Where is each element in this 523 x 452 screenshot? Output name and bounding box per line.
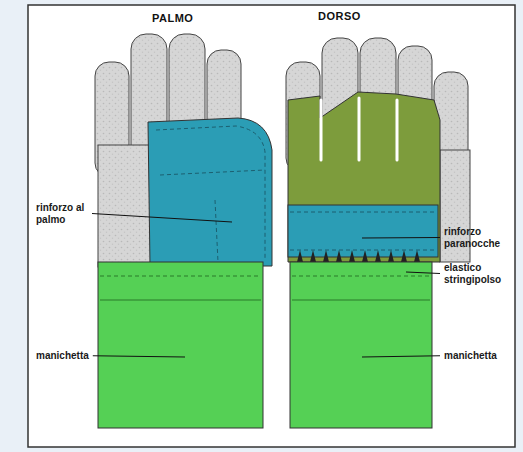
part-label: elastico stringipolso bbox=[444, 262, 514, 285]
elastic-gathers bbox=[297, 250, 420, 262]
leader-line bbox=[93, 356, 185, 357]
frame bbox=[28, 5, 515, 447]
view-heading: PALMO bbox=[152, 12, 193, 25]
leader-line bbox=[92, 214, 232, 223]
part-label: rinforzo paranocche bbox=[444, 226, 514, 249]
leader-line bbox=[362, 356, 440, 357]
back-glove bbox=[286, 38, 470, 428]
palm-glove bbox=[95, 34, 272, 428]
leader-line bbox=[362, 237, 440, 239]
part-label: manichetta bbox=[36, 350, 89, 362]
part-label: manichetta bbox=[444, 350, 497, 362]
view-heading: DORSO bbox=[318, 10, 361, 23]
leader-line bbox=[406, 272, 440, 274]
part-label: rinforzo al palmo bbox=[36, 202, 88, 225]
